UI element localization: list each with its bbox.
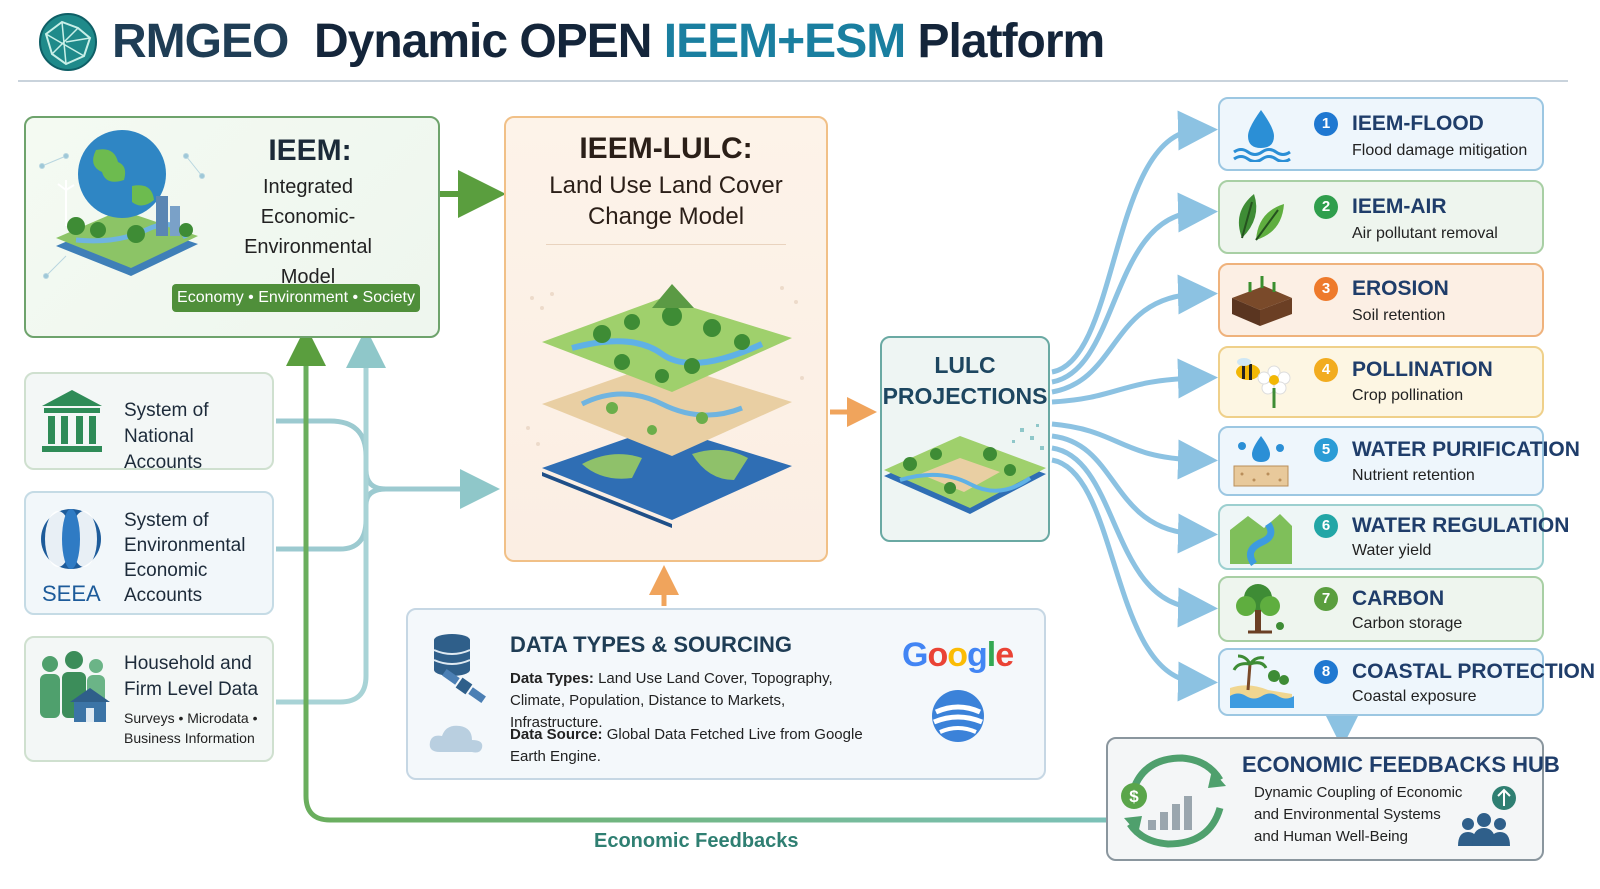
fan-carbon xyxy=(1051,445,1218,628)
service-number-badge: 6 xyxy=(1314,514,1338,538)
service-title: IEEM-FLOOD xyxy=(1352,112,1484,135)
water-drop-icon xyxy=(1233,110,1291,162)
google-letter: e xyxy=(995,636,1014,674)
globe-logo-icon xyxy=(39,13,97,71)
economic-cycle-icon: $ xyxy=(1121,754,1226,848)
tree-icon xyxy=(1236,584,1284,634)
projections-heading: LULC PROJECTIONS xyxy=(882,352,1048,409)
ieem-pillars-badge: Economy • Environment • Society xyxy=(172,284,420,312)
map-layers-illustration-icon xyxy=(526,284,804,528)
google-letter: l xyxy=(986,636,997,674)
coast-icon xyxy=(1230,654,1294,708)
service-subtitle: Air pollutant removal xyxy=(1352,225,1498,242)
google-letter: g xyxy=(967,636,988,674)
service-number-badge: 3 xyxy=(1314,277,1338,301)
data-source-text: Data Source: Global Data Fetched Live fr… xyxy=(510,726,863,765)
service-number-badge: 7 xyxy=(1314,587,1338,611)
fan-purification xyxy=(1051,421,1218,480)
service-number-badge: 2 xyxy=(1314,195,1338,219)
household-sublabel: Surveys • Microdata • Business Informati… xyxy=(124,710,258,746)
service-title: WATER REGULATION xyxy=(1352,514,1570,537)
sna-label: System of National Accounts xyxy=(124,400,209,473)
fan-air xyxy=(1051,192,1218,385)
connector-seea xyxy=(276,486,387,552)
earth-city-illustration-icon xyxy=(39,130,205,279)
service-title: EROSION xyxy=(1352,277,1449,300)
data-sourcing-heading: DATA TYPES & SOURCING xyxy=(510,632,792,657)
google-letter: o xyxy=(947,636,968,674)
service-subtitle: Water yield xyxy=(1352,542,1432,559)
service-title: CARBON xyxy=(1352,587,1445,610)
connector-sna xyxy=(276,418,500,509)
fan-regulation xyxy=(1051,433,1218,554)
service-title: WATER PURIFICATION xyxy=(1352,438,1580,461)
service-subtitle: Soil retention xyxy=(1352,307,1446,324)
header-divider xyxy=(18,80,1568,82)
service-subtitle: Carbon storage xyxy=(1352,615,1463,632)
lulc-heading: IEEM-LULC: xyxy=(579,132,753,165)
economic-feedbacks-label: Economic Feedbacks xyxy=(594,830,799,852)
lulc-divider xyxy=(546,244,786,245)
seea-label: System of Environmental Economic Account… xyxy=(124,510,246,606)
service-subtitle: Crop pollination xyxy=(1352,387,1464,404)
soil-icon xyxy=(1232,276,1292,326)
service-number-badge: 1 xyxy=(1314,112,1338,136)
projected-map-illustration-icon xyxy=(884,424,1046,514)
google-letter: o xyxy=(927,636,948,674)
service-title: COASTAL PROTECTION xyxy=(1352,660,1596,683)
cloud-icon xyxy=(429,725,483,753)
fan-coastal xyxy=(1051,457,1218,702)
service-subtitle: Nutrient retention xyxy=(1352,467,1475,484)
service-title: POLLINATION xyxy=(1352,358,1493,381)
google-letter: G xyxy=(902,636,928,674)
bee-flower-icon xyxy=(1236,358,1291,408)
seea-acronym: SEEA xyxy=(42,581,101,606)
people-house-icon xyxy=(40,651,110,722)
fan-pollination xyxy=(1051,358,1218,405)
institution-building-icon xyxy=(42,390,102,452)
filter-drop-icon xyxy=(1233,436,1289,487)
hub-description: Dynamic Coupling of Economic and Environ… xyxy=(1254,784,1463,845)
service-card-erosion xyxy=(1218,263,1544,337)
connector-household xyxy=(276,328,386,705)
seea-logo-icon xyxy=(41,509,101,569)
river-icon xyxy=(1230,514,1292,566)
brand-name: RMGEO xyxy=(112,15,289,68)
household-label: Household and Firm Level Data xyxy=(124,653,259,700)
service-number-badge: 5 xyxy=(1314,438,1338,462)
fan-erosion xyxy=(1051,274,1218,395)
ieem-heading: IEEM: xyxy=(268,134,352,167)
database-satellite-icon xyxy=(433,634,486,704)
service-subtitle: Coastal exposure xyxy=(1352,688,1477,705)
community-wellbeing-icon xyxy=(1458,786,1516,846)
leaves-icon xyxy=(1238,194,1284,241)
hub-heading: ECONOMIC FEEDBACKS HUB xyxy=(1242,752,1560,777)
earth-engine-icon xyxy=(932,690,984,742)
data-types-text: Data Types: Land Use Land Cover, Topogra… xyxy=(510,670,833,731)
service-title: IEEM-AIR xyxy=(1352,195,1447,218)
page-title: Dynamic OPEN IEEM+ESM Platform xyxy=(314,15,1105,68)
data-sourcing-card xyxy=(406,608,1046,780)
fan-flood xyxy=(1051,110,1218,375)
ieem-subtitle: Integrated Economic-Environmental Model xyxy=(244,176,372,288)
service-subtitle: Flood damage mitigation xyxy=(1352,142,1528,159)
svg-text:$: $ xyxy=(1129,787,1139,806)
service-number-badge: 8 xyxy=(1314,660,1338,684)
lulc-subtitle: Land Use Land Cover Change Model xyxy=(549,172,783,230)
google-logo: Google xyxy=(902,636,1014,675)
service-number-badge: 4 xyxy=(1314,358,1338,382)
